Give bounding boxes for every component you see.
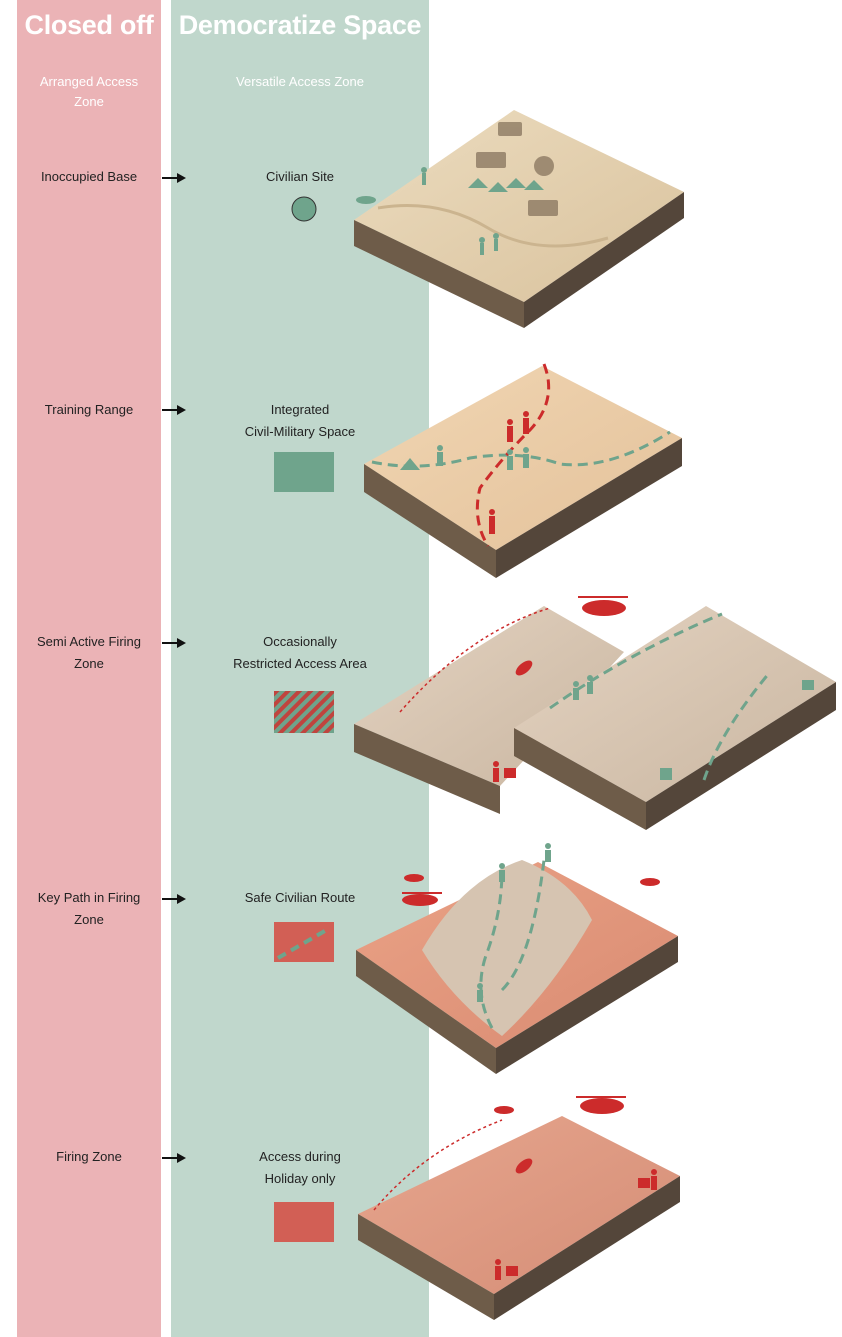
closed-label: Semi Active Firing Zone — [17, 631, 161, 675]
holiday-access-swatch — [274, 1202, 334, 1242]
closed-label-line1: Training Range — [44, 402, 134, 417]
firing-zone-terrain-block — [358, 1096, 680, 1320]
arrow-right-icon — [162, 1153, 186, 1163]
closed-label-line1: Firing Zone — [56, 1149, 122, 1164]
arrow-right-icon — [162, 173, 186, 183]
zone-label-line1: Integrated — [270, 402, 330, 417]
zone-label-line1: Access during — [259, 1149, 341, 1164]
closed-label: Training Range — [17, 399, 161, 421]
closed-off-subtitle: Arranged Access Zone — [17, 72, 161, 112]
zone-label: Safe Civilian Route — [171, 887, 429, 909]
zone-label-line2: Civil-Military Space — [244, 424, 356, 439]
closed-label: Key Path in Firing Zone — [17, 887, 161, 931]
closed-label-line1: Inoccupied Base — [40, 169, 138, 184]
closed-label-line2: Zone — [74, 656, 104, 671]
closed-label: Firing Zone — [17, 1146, 161, 1168]
arrow-right-icon — [162, 405, 186, 415]
key-path-mountain-terrain-block — [356, 843, 678, 1074]
arrow-right-icon — [162, 638, 186, 648]
restricted-access-hatched-swatch — [274, 691, 334, 733]
closed-label-line2: Zone — [74, 912, 104, 927]
closed-label: Inoccupied Base — [17, 166, 161, 188]
closed-off-subtitle-line1: Arranged Access — [39, 74, 139, 89]
zone-label-line1: Occasionally — [263, 634, 337, 649]
democratize-space-title: Democratize Space — [178, 10, 422, 40]
democratize-space-subtitle: Versatile Access Zone — [236, 74, 364, 89]
zone-label: Access during Holiday only — [171, 1146, 429, 1190]
arrow-right-icon — [162, 894, 186, 904]
civilian-site-swatch — [291, 196, 317, 222]
closed-label-line1: Key Path in Firing — [37, 890, 141, 905]
zone-label-line1: Safe Civilian Route — [244, 890, 356, 905]
training-range-terrain-block — [364, 363, 682, 578]
closed-off-subtitle-line2: Zone — [74, 94, 104, 109]
zone-label-line1: Civilian Site — [266, 169, 334, 184]
military-base-terrain-block — [354, 110, 684, 328]
semi-active-firing-terrain-blocks — [354, 596, 836, 830]
integrated-space-swatch — [274, 452, 334, 492]
closed-label-line1: Semi Active Firing — [36, 634, 142, 649]
closed-off-column: Closed off Arranged Access Zone — [17, 0, 161, 1337]
zone-label: Integrated Civil-Military Space — [171, 399, 429, 443]
closed-off-title: Closed off — [24, 10, 154, 40]
zone-label: Occasionally Restricted Access Area — [171, 631, 429, 675]
zone-label-line2: Holiday only — [264, 1171, 336, 1186]
zone-label-line2: Restricted Access Area — [233, 656, 367, 671]
zone-label: Civilian Site — [171, 166, 429, 188]
safe-civilian-route-swatch — [274, 922, 334, 962]
